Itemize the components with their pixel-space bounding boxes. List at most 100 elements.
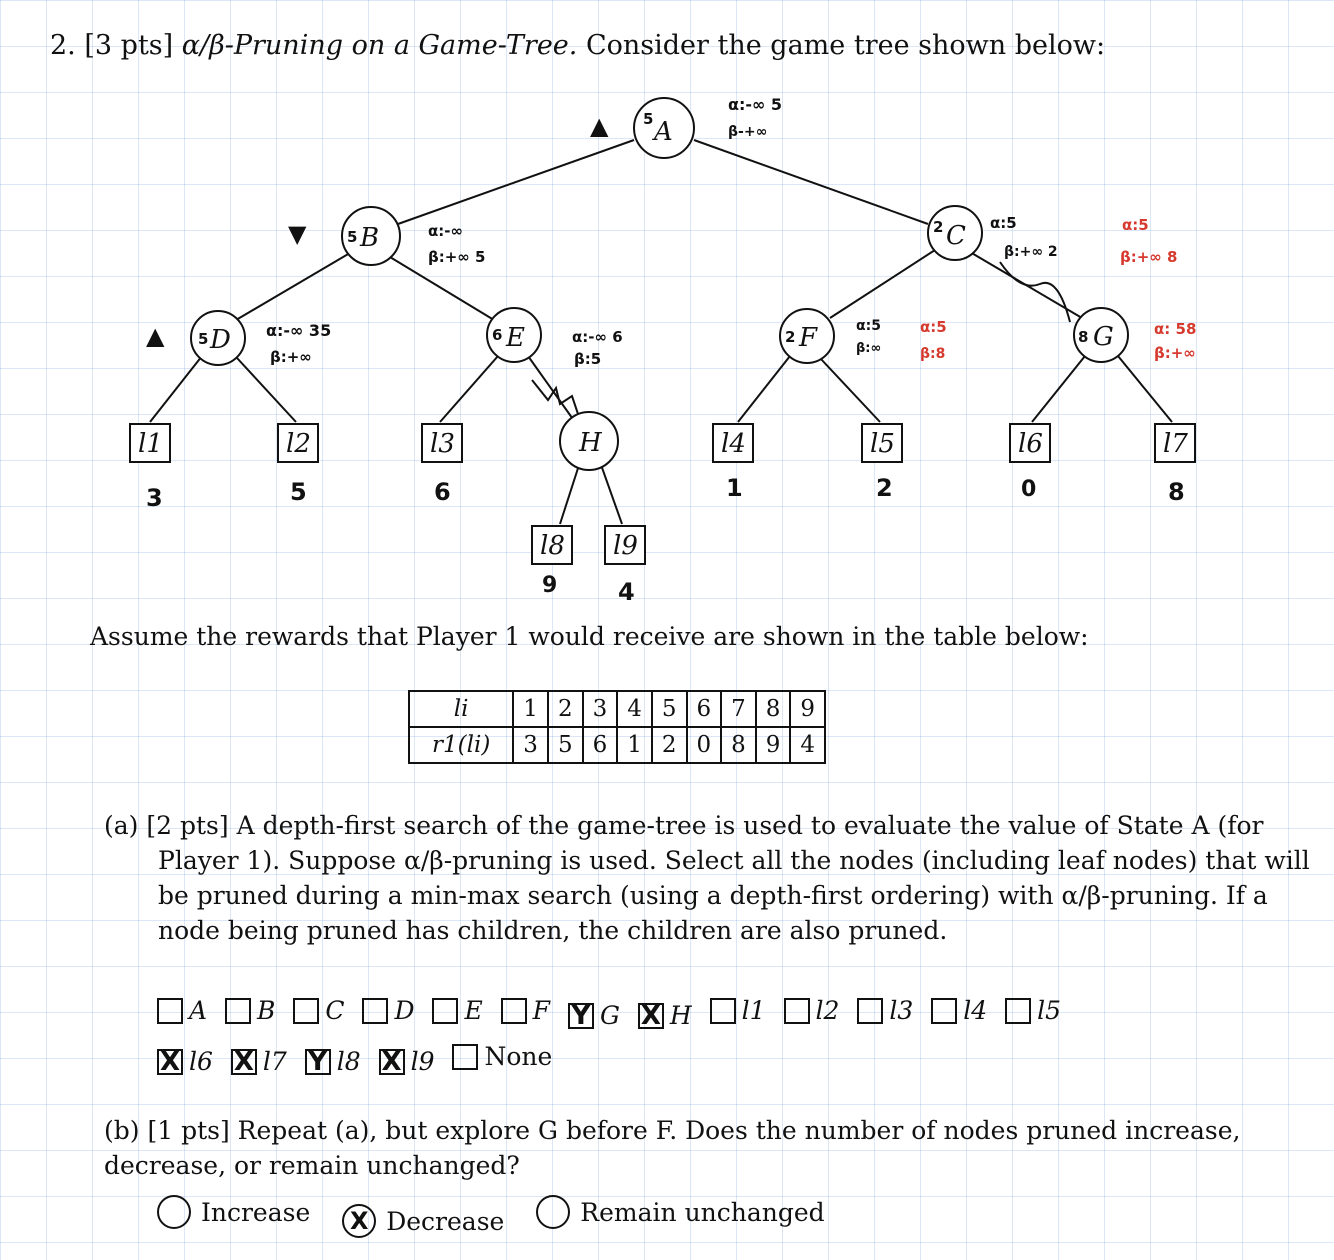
checkbox[interactable] — [500, 997, 527, 1024]
option-label: l7 — [262, 1047, 287, 1076]
option-l2[interactable]: l2 — [783, 996, 839, 1025]
part-b-label: (b) — [104, 1116, 140, 1145]
option-label: A — [189, 996, 208, 1025]
radio-circle[interactable] — [157, 1195, 191, 1229]
edge-h-l9 — [599, 461, 623, 525]
checkbox[interactable]: X — [637, 1002, 664, 1029]
table-row-index: li 1 2 3 4 5 6 7 8 9 — [407, 690, 827, 728]
leaf-l9-label: l9 — [613, 531, 638, 561]
hw-leaf-l2-value: 5 — [290, 478, 307, 506]
hw-f-alpha: α:5 — [856, 318, 881, 334]
checkbox[interactable] — [293, 997, 320, 1024]
option-e[interactable]: E — [432, 996, 483, 1025]
checkbox[interactable] — [931, 997, 958, 1024]
leaf-l6-label: l6 — [1018, 429, 1043, 459]
option-label: None — [484, 1042, 553, 1071]
option-none[interactable]: None — [452, 1042, 552, 1071]
node-a: A — [633, 97, 695, 159]
radio-label: Increase — [201, 1197, 311, 1227]
checkbox[interactable]: X — [378, 1048, 405, 1075]
hw-node-c-value: 2 — [933, 218, 943, 236]
checkbox[interactable]: X — [230, 1048, 257, 1075]
leaf-l1-label: l1 — [138, 429, 163, 459]
option-l4[interactable]: l4 — [931, 996, 987, 1025]
table-cell: 5 — [650, 690, 688, 728]
checkbox[interactable]: Y — [304, 1048, 331, 1075]
hw-a-beta: β-+∞ — [728, 124, 767, 140]
hw-d-alpha: α:-∞ 35 — [266, 321, 331, 340]
leaf-l9: l9 — [604, 525, 646, 565]
hw-g-alpha-red: α: 58 — [1154, 320, 1196, 338]
option-d[interactable]: D — [362, 996, 414, 1025]
table-cell: 6 — [581, 726, 619, 764]
radio-circle[interactable] — [536, 1195, 571, 1229]
checkbox[interactable] — [709, 997, 736, 1024]
hw-leaf-l9-value: 4 — [618, 578, 635, 606]
hw-b-alpha: α:-∞ — [428, 222, 463, 240]
option-label: H — [669, 1001, 692, 1030]
table-cell: 9 — [754, 726, 792, 764]
hw-c-beta: β:+∞ 2 — [1004, 244, 1058, 260]
option-b[interactable]: B — [225, 996, 275, 1025]
part-a-points: [2 pts] — [146, 811, 229, 840]
node-c: C — [927, 205, 983, 261]
option-label: l6 — [189, 1047, 213, 1076]
assume-text: Assume the rewards that Player 1 would r… — [90, 622, 1089, 651]
checkbox[interactable] — [225, 997, 252, 1024]
checkbox[interactable] — [432, 997, 459, 1024]
table-cell: 1 — [616, 726, 653, 764]
edge-b-e — [384, 253, 495, 321]
option-c[interactable]: C — [293, 996, 344, 1025]
hw-node-d-value: 5 — [198, 330, 208, 348]
edge-g-l7 — [1117, 355, 1173, 423]
leaf-l8-label: l8 — [540, 531, 565, 561]
leaf-l7-label: l7 — [1163, 429, 1188, 459]
checkbox[interactable]: X — [157, 1048, 183, 1075]
leaf-l4-label: l4 — [721, 429, 746, 459]
table-cell: 5 — [546, 726, 584, 764]
edge-f-l4 — [737, 355, 791, 423]
node-f: F — [779, 308, 835, 364]
checkbox[interactable] — [1005, 997, 1032, 1024]
option-l1[interactable]: l1 — [709, 996, 766, 1025]
table-cell: 9 — [789, 690, 827, 728]
node-d: D — [190, 310, 246, 366]
option-a[interactable]: A — [157, 996, 207, 1025]
leaf-l2-label: l2 — [286, 429, 311, 459]
checkbox[interactable] — [362, 997, 389, 1024]
table-header-li: li — [407, 690, 515, 728]
table-cell: 4 — [616, 690, 653, 728]
rewards-table: li 1 2 3 4 5 6 7 8 9 r1(li) 3 5 6 1 2 0 … — [407, 690, 827, 764]
question-number: 2. — [50, 30, 76, 61]
hw-c-alpha: α:5 — [990, 214, 1017, 232]
checkbox[interactable] — [857, 997, 884, 1024]
table-header-reward: r1(li) — [407, 726, 515, 764]
checkbox[interactable] — [783, 997, 810, 1024]
option-label: D — [394, 996, 415, 1025]
edge-f-l5 — [819, 357, 881, 423]
part-b-points: [1 pts] — [147, 1116, 230, 1145]
option-l3[interactable]: l3 — [857, 996, 913, 1025]
radio-increase[interactable]: Increase — [157, 1195, 310, 1229]
node-b: B — [341, 206, 401, 266]
hw-leaf-l5-value: 2 — [876, 474, 893, 502]
option-f[interactable]: F — [500, 996, 550, 1025]
option-label: l4 — [963, 996, 988, 1025]
node-a-label: A — [652, 117, 673, 147]
checkbox[interactable] — [452, 1043, 479, 1070]
radio-circle[interactable]: X — [342, 1204, 377, 1238]
checkbox[interactable] — [157, 997, 183, 1024]
hw-g-beta-red: β:+∞ — [1154, 344, 1196, 362]
radio-remain-unchanged[interactable]: Remain unchanged — [536, 1195, 825, 1229]
option-l5[interactable]: l5 — [1005, 996, 1061, 1025]
hw-node-f-value: 2 — [785, 328, 795, 346]
checkbox[interactable]: Y — [567, 1002, 594, 1029]
